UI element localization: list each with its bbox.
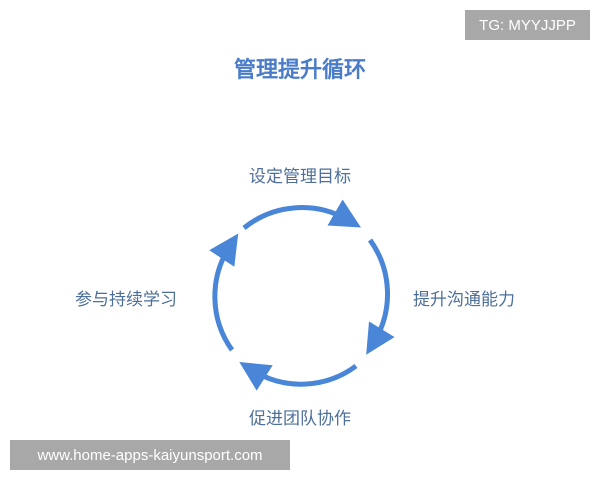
arrow-right-arc <box>366 238 395 355</box>
step-label-left: 参与持续学习 <box>75 290 177 310</box>
arrow-left-arc <box>209 233 239 352</box>
diagram-title: 管理提升循环 <box>233 58 366 83</box>
arrow-bottom-arc <box>239 362 358 391</box>
step-label-bottom: 促进团队协作 <box>249 409 351 429</box>
step-label-right: 提升沟通能力 <box>413 290 515 310</box>
watermark-url: www.home-apps-kaiyunsport.com <box>10 440 290 470</box>
step-label-top: 设定管理目标 <box>249 167 351 187</box>
watermark-telegram: TG: MYYJJPP <box>465 10 590 40</box>
arrow-top-arc <box>242 199 361 230</box>
